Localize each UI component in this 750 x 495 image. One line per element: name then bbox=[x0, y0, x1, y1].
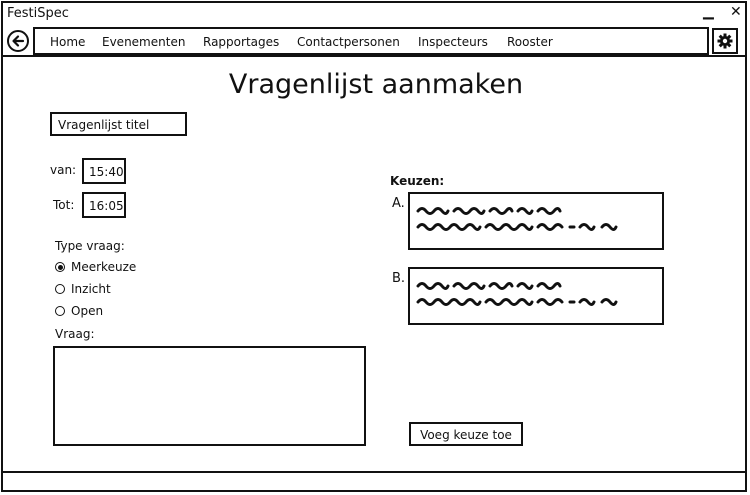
title-bar: FestiSpec ▁ ✕ bbox=[3, 3, 745, 25]
minimize-button[interactable]: ▁ bbox=[703, 4, 714, 20]
from-label: van: bbox=[50, 163, 77, 177]
radio-open[interactable]: Open bbox=[55, 304, 103, 318]
nav-item-home[interactable]: Home bbox=[50, 35, 86, 49]
nav-item-contactpersonen[interactable]: Contactpersonen bbox=[297, 35, 400, 49]
radio-meerkeuze[interactable]: Meerkeuze bbox=[55, 260, 136, 274]
to-time-value: 16:05 bbox=[89, 199, 124, 213]
choice-b-input[interactable] bbox=[408, 267, 664, 325]
radio-inzicht[interactable]: Inzicht bbox=[55, 282, 111, 296]
status-bar-divider bbox=[3, 471, 745, 473]
nav-bar: Home Evenementen Rapportages Contactpers… bbox=[33, 27, 709, 55]
from-time-value: 15:40 bbox=[89, 165, 124, 179]
question-label: Vraag: bbox=[55, 327, 95, 341]
choice-a-input[interactable] bbox=[408, 192, 664, 250]
settings-button[interactable] bbox=[712, 28, 738, 54]
radio-label: Inzicht bbox=[71, 282, 111, 296]
scribble-text bbox=[416, 282, 618, 306]
nav-item-rooster[interactable]: Rooster bbox=[507, 35, 553, 49]
question-type-label: Type vraag: bbox=[55, 239, 125, 253]
radio-label: Open bbox=[71, 304, 104, 318]
choice-letter-b: B. bbox=[392, 271, 406, 286]
question-textarea[interactable] bbox=[53, 346, 366, 446]
nav-item-evenementen[interactable]: Evenementen bbox=[102, 35, 186, 49]
choice-letter-a: A. bbox=[392, 196, 405, 211]
radio-button[interactable] bbox=[55, 306, 65, 316]
nav-item-inspecteurs[interactable]: Inspecteurs bbox=[418, 35, 488, 49]
radio-button[interactable] bbox=[55, 284, 65, 294]
choices-label: Keuzen: bbox=[390, 174, 445, 188]
close-button[interactable]: ✕ bbox=[730, 4, 742, 20]
to-label: Tot: bbox=[53, 198, 75, 212]
questionnaire-title-input[interactable]: Vragenlijst titel bbox=[50, 112, 187, 136]
radio-label: Meerkeuze bbox=[71, 260, 137, 274]
scribble-text bbox=[416, 207, 618, 231]
add-choice-label: Voeg keuze toe bbox=[420, 428, 512, 442]
page-title: Vragenlijst aanmaken bbox=[228, 69, 524, 100]
app-title: FestiSpec bbox=[7, 6, 69, 21]
nav-item-rapportages[interactable]: Rapportages bbox=[203, 35, 280, 49]
radio-button-selected[interactable] bbox=[55, 262, 65, 272]
add-choice-button[interactable]: Voeg keuze toe bbox=[409, 422, 523, 446]
back-button[interactable] bbox=[7, 30, 29, 52]
nav-divider bbox=[3, 55, 745, 57]
gear-icon bbox=[717, 33, 733, 49]
questionnaire-title-text: Vragenlijst titel bbox=[58, 118, 150, 132]
to-time-input[interactable]: 16:05 bbox=[82, 192, 126, 218]
from-time-input[interactable]: 15:40 bbox=[82, 158, 126, 184]
back-arrow-icon bbox=[12, 35, 25, 47]
